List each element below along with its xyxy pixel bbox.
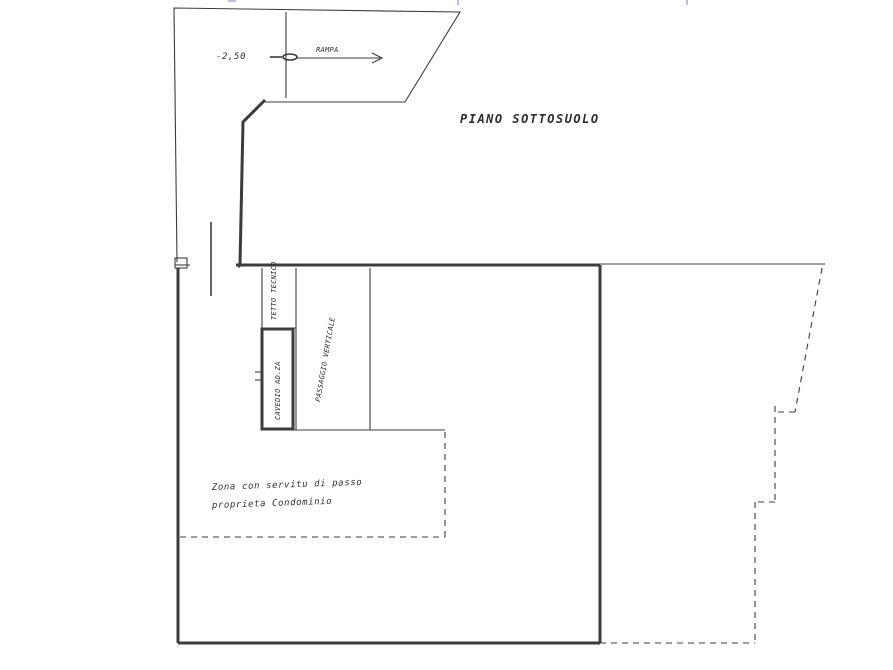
corridor-label: PASSAGGIO VERTICALE: [314, 316, 337, 402]
floor-title: PIANO SOTTOSUOLO: [460, 112, 600, 126]
ramp-label: RAMPA: [316, 46, 339, 54]
easement-label-line1: Zona con servitu di passo: [211, 478, 363, 493]
easement-zone: [180, 432, 446, 538]
scan-marks: [228, 0, 688, 5]
ramp-wall: [236, 98, 267, 269]
level-label: -2,50: [216, 52, 246, 62]
easement-label-line2: proprieta Condominio: [211, 497, 333, 511]
room-top-label: TETTO TECNICO: [270, 261, 278, 320]
main-wall-line: [174, 257, 825, 269]
ramp-arrow: [270, 52, 384, 64]
internal-rooms: [255, 268, 445, 431]
vent-room-label: CAVEDIO AD.ZA: [274, 361, 282, 420]
main-room: [176, 265, 602, 645]
right-outline: [600, 267, 823, 644]
